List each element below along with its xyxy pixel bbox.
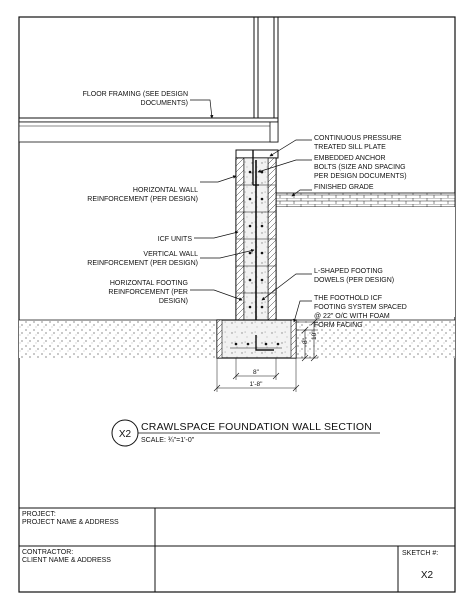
soil-right (296, 320, 455, 358)
callout-finished-grade: FINISHED GRADE (314, 184, 374, 191)
callout-foothold-4: FORM FACING (314, 322, 363, 329)
floor-framing (18, 117, 279, 143)
callout-horizontal-footing-2: REINFORCEMENT (PER (108, 289, 188, 296)
callout-floor-framing-1: FLOOR FRAMING (SEE DESIGN (83, 91, 188, 98)
callout-anchor-bolts-3: PER DESIGN DOCUMENTS) (314, 173, 407, 180)
callout-horizontal-wall-2: REINFORCEMENT (PER DESIGN) (87, 196, 198, 203)
leader-lines (190, 99, 312, 323)
project-value: PROJECT NAME & ADDRESS (22, 519, 119, 526)
dim-width-inner: 8" (253, 369, 260, 376)
dim-height-outer: 10" (311, 330, 318, 340)
callout-dowels-2: DOWELS (PER DESIGN) (314, 277, 394, 284)
dim-width-outer: 1'-8" (250, 381, 264, 388)
callout-anchor-bolts-2: BOLTS (SIZE AND SPACING (314, 164, 406, 171)
detail-title: X2 CRAWLSPACE FOUNDATION WALL SECTION SC… (111, 419, 380, 447)
contractor-label: CONTRACTOR: (22, 549, 73, 556)
callout-icf-units: ICF UNITS (158, 236, 193, 243)
finished-grade (275, 192, 456, 317)
sketch-label: SKETCH #: (402, 550, 438, 557)
callout-horizontal-wall-1: HORIZONTAL WALL (133, 187, 198, 194)
callout-vertical-wall-2: REINFORCEMENT (PER DESIGN) (87, 260, 198, 267)
crawlspace-soil (19, 320, 217, 358)
callout-dowels-1: L-SHAPED FOOTING (314, 268, 383, 275)
callout-foothold-2: FOOTING SYSTEM SPACED (314, 304, 407, 311)
project-label: PROJECT: (22, 511, 56, 518)
drawing-title: CRAWLSPACE FOUNDATION WALL SECTION (141, 421, 372, 433)
callout-foothold-3: @ 22" O/C WITH FOAM (314, 313, 390, 320)
callout-foothold-1: THE FOOTHOLD ICF (314, 295, 382, 302)
dim-height-inner: 8" (302, 337, 309, 344)
detail-id: X2 (119, 429, 132, 440)
icf-footing (216, 319, 297, 359)
left-callouts: FLOOR FRAMING (SEE DESIGN DOCUMENTS) HOR… (83, 91, 199, 305)
contractor-value: CLIENT NAME & ADDRESS (22, 557, 111, 564)
callout-sill-plate-1: CONTINUOUS PRESSURE (314, 135, 402, 142)
upper-wall (253, 17, 279, 118)
callout-anchor-bolts-1: EMBEDDED ANCHOR (314, 155, 386, 162)
icf-wall (235, 150, 277, 340)
dimensions: 8" 10" 8" 1'-8" (213, 318, 318, 392)
callout-horizontal-footing-3: DESIGN) (159, 298, 188, 305)
sketch-value: X2 (421, 570, 434, 581)
callout-sill-plate-2: TREATED SILL PLATE (314, 144, 386, 151)
callout-vertical-wall-1: VERTICAL WALL (143, 251, 198, 258)
drawing-scale: SCALE: ¾"=1'-0" (141, 437, 195, 444)
sill-plate (235, 149, 279, 159)
title-block: PROJECT: PROJECT NAME & ADDRESS CONTRACT… (19, 507, 455, 592)
callout-horizontal-footing-1: HORIZONTAL FOOTING (110, 280, 188, 287)
callout-floor-framing-2: DOCUMENTS) (141, 100, 188, 107)
right-callouts: CONTINUOUS PRESSURE TREATED SILL PLATE E… (314, 135, 407, 329)
